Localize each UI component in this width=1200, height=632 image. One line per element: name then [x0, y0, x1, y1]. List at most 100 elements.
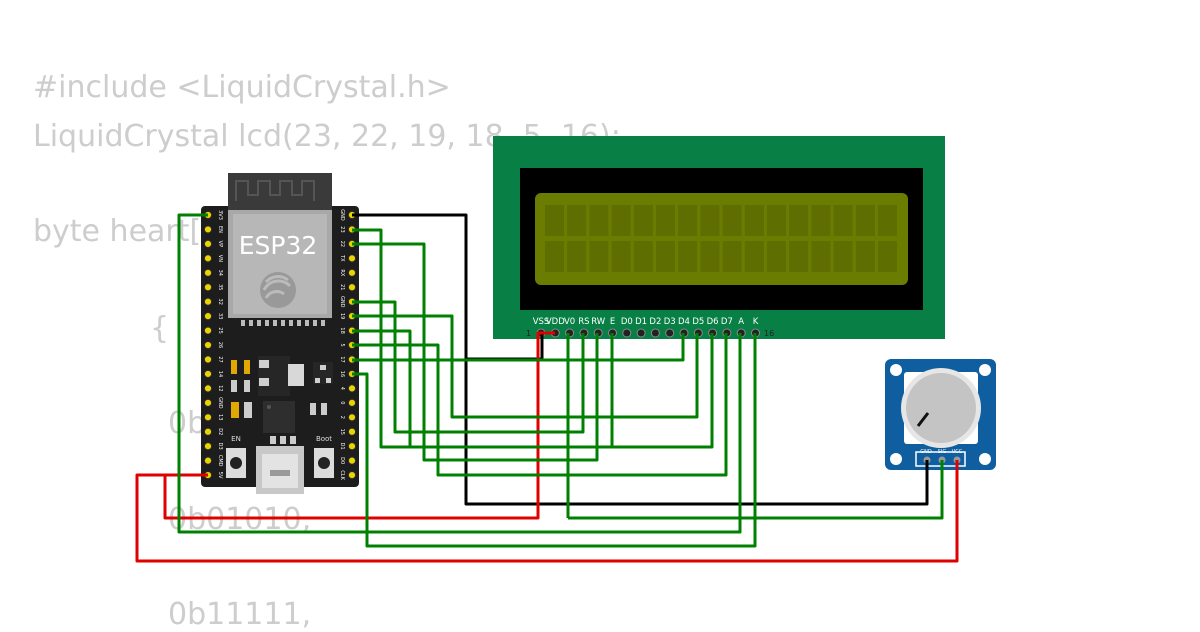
esp32-left-pin-26[interactable]: [203, 340, 213, 350]
lcd-char-cell: [855, 241, 875, 272]
esp32-left-pin-label: 32: [217, 299, 223, 305]
lcd-char-cell: [545, 241, 564, 272]
esp32-pin-headers[interactable]: 3V3ENVPVN343532332526271412GND13D2D3CMD5…: [203, 209, 357, 481]
esp32-right-pin-rx[interactable]: [347, 268, 357, 277]
wire-gpio18-to-lcd-d5[interactable]: [352, 329, 714, 449]
esp32-left-pin-label: 35: [217, 284, 223, 290]
smd-led-1: [231, 360, 237, 374]
lcd-pin-label: D1: [635, 317, 647, 327]
lcd-char-cell: [722, 205, 742, 236]
lcd-pin-label: A: [738, 317, 744, 327]
esp32-right-pin-clk[interactable]: [347, 471, 357, 480]
lcd-pin-label: VSS: [533, 317, 550, 327]
lcd-char-cell: [656, 241, 675, 272]
esp32-left-pin-vn[interactable]: [203, 254, 213, 263]
lcd-pin-d1[interactable]: [636, 328, 646, 338]
esp32-left-pin-d2[interactable]: [203, 427, 213, 436]
esp32-right-pin-4[interactable]: [347, 384, 357, 393]
lcd-pin-label: RW: [591, 317, 606, 327]
wire-gpio5-to-lcd-d6[interactable]: [352, 333, 728, 477]
esp32-left-pin-cmd[interactable]: [203, 456, 213, 465]
usb-port[interactable]: [256, 446, 304, 494]
esp32-antenna-trace: [235, 180, 315, 201]
wire-5v-to-pot-vcc[interactable]: [135, 460, 959, 563]
espressif-logo-icon: [260, 272, 296, 308]
esp32-left-pin-34[interactable]: [203, 268, 213, 277]
potentiometer-module[interactable]: GND SIG VCC: [885, 359, 996, 470]
lcd-pin-label: D0: [621, 317, 633, 327]
esp32-module-pads: [241, 320, 325, 326]
pot-label-gnd: GND: [920, 449, 932, 455]
esp32-right-pin-label: 23: [339, 226, 345, 232]
esp32-left-pin-gnd[interactable]: [203, 398, 213, 407]
esp32-left-pin-14[interactable]: [203, 369, 213, 379]
lcd-char-cell: [811, 241, 831, 272]
esp32-right-pin-label: D0: [339, 457, 345, 464]
lcd-char-cell: [744, 241, 764, 272]
esp32-left-pin-32[interactable]: [203, 297, 213, 306]
esp32-left-pin-label: 13: [217, 414, 223, 420]
lcd-char-cell: [678, 205, 698, 236]
en-button[interactable]: [226, 448, 246, 478]
boot-button[interactable]: [314, 448, 334, 478]
en-label: EN: [231, 435, 241, 443]
esp32-left-pin-label: 3V3: [217, 210, 223, 220]
pot-knob[interactable]: [906, 373, 976, 443]
module-pad: [273, 320, 277, 326]
lcd-char-cell: [567, 241, 587, 272]
lcd-char-cell: [589, 205, 609, 236]
esp32-right-pin-label: TX: [339, 254, 345, 262]
code-line-byte-heart: byte heart[: [33, 214, 202, 249]
esp32-left-pin-label: D3: [217, 443, 223, 450]
pot-knob-indicator: [916, 412, 930, 427]
module-pad: [289, 320, 293, 326]
esp32-left-pin-25[interactable]: [203, 326, 213, 335]
regulator-tab: [288, 364, 304, 386]
lcd-char-cell: [567, 205, 587, 236]
esp32-left-pin-label: 27: [217, 356, 223, 362]
wire-gpio16-to-lcd-k[interactable]: [352, 333, 757, 548]
esp32-left-pin-13[interactable]: [203, 413, 213, 422]
esp32-left-pin-12[interactable]: [203, 384, 213, 393]
esp32-right-pin-0[interactable]: [347, 398, 357, 407]
lcd-pin-d0[interactable]: [622, 328, 632, 338]
pot-mount-hole-3: [890, 453, 902, 465]
esp32-left-pin-d3[interactable]: [203, 442, 213, 451]
lcd-char-cell: [700, 205, 720, 236]
module-pad: [305, 320, 309, 326]
esp32-left-pin-label: D2: [217, 428, 223, 435]
esp32-left-pin-label: 33: [217, 313, 223, 319]
lcd-char-cell: [833, 241, 853, 272]
esp32-right-pin-tx[interactable]: [347, 254, 357, 263]
esp32-right-pin-15[interactable]: [347, 427, 357, 436]
esp32-left-pin-27[interactable]: [203, 355, 213, 364]
wire-pot-sig-to-lcd-v0[interactable]: [568, 460, 944, 520]
module-pad: [265, 320, 269, 326]
wire-gnd-to-lcd-rw[interactable]: [352, 300, 585, 434]
esp32-left-pin-en[interactable]: [203, 225, 213, 234]
esp32-right-pin-21[interactable]: [347, 283, 357, 292]
smd-led-2: [244, 360, 250, 374]
esp32-board[interactable]: ESP32 EN Boot: [201, 173, 359, 494]
esp32-left-pin-35[interactable]: [203, 283, 213, 292]
lcd-char-cell: [611, 241, 631, 272]
esp32-left-pin-label: 25: [217, 327, 223, 333]
module-pad: [257, 320, 261, 326]
wire-3v3-to-lcd-a[interactable]: [177, 213, 742, 534]
esp32-right-pin-d0[interactable]: [347, 456, 357, 465]
esp32-left-pin-33[interactable]: [203, 312, 213, 321]
esp32-right-pin-2[interactable]: [347, 413, 357, 422]
wire-gpio17-branch[interactable]: [352, 358, 570, 518]
esp32-right-pin-d1[interactable]: [347, 442, 357, 451]
pot-label-sig: SIG: [938, 449, 947, 455]
lcd-pin-label: D7: [721, 317, 733, 327]
pot-mount-hole-1: [890, 364, 902, 376]
esp32-left-pin-vp[interactable]: [203, 239, 213, 248]
lcd-pin-d2[interactable]: [650, 328, 660, 338]
lcd-pin-label: VDD: [546, 317, 565, 327]
lcd-pin-d3[interactable]: [665, 328, 675, 338]
esp32-right-pin-label: 22: [339, 241, 345, 247]
wire-gpio23-to-lcd-rs[interactable]: [352, 228, 614, 449]
wire-gpio19-to-lcd-d4[interactable]: [352, 314, 699, 419]
